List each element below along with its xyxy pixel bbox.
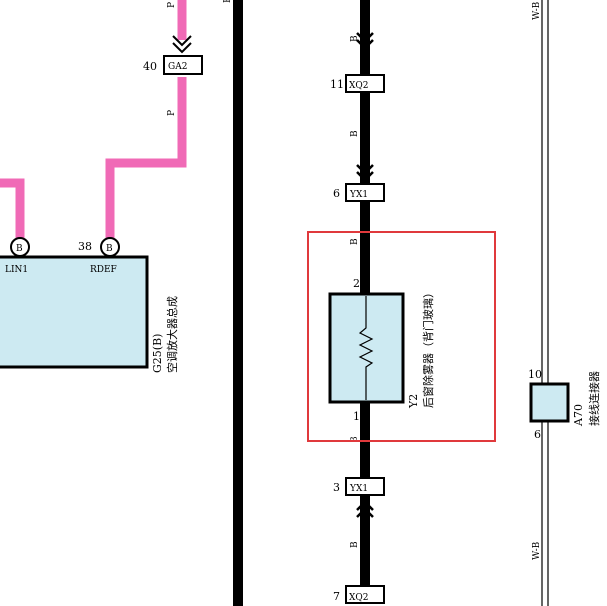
amplifier-label-lin1: LIN1 — [5, 265, 28, 275]
defogger-component-name: 后窗除雾器（背门玻璃） — [421, 287, 435, 408]
wire-label-black-1: B — [350, 35, 360, 42]
amplifier-pin-rdef — [100, 237, 120, 257]
amplifier-pin-lin1 — [10, 237, 30, 257]
splice-pin-top: 10 — [528, 368, 542, 381]
wire-label-black-3: B — [350, 238, 360, 245]
connector-yx1-top-pin: 6 — [333, 187, 340, 200]
connector-xq2-bottom-pin: 7 — [333, 590, 340, 603]
splice-body — [529, 382, 570, 423]
highlight-box — [307, 231, 496, 442]
connector-ga2-name: GA2 — [168, 62, 187, 72]
connector-yx1-bottom-name: YX1 — [349, 484, 368, 494]
connector-yx1-top-name: YX1 — [349, 190, 368, 200]
connector-xq2-bottom — [345, 585, 385, 604]
wire-label-pink-mid: P — [167, 110, 177, 116]
pink-wire-group — [0, 0, 187, 240]
wire-label-pink-top: P — [167, 2, 177, 8]
connector-ga2-pin: 40 — [143, 60, 157, 73]
splice-component-name: 接线连接器 — [587, 371, 601, 426]
connector-yx1-bottom-pin: 3 — [333, 481, 340, 494]
wire-label-right-bottom: W-B — [532, 541, 542, 560]
connector-yx1-bottom — [345, 477, 385, 496]
right-thin-wires — [541, 0, 549, 606]
connector-xq2-top — [345, 74, 385, 93]
connector-ga2 — [163, 55, 203, 75]
wire-label-right-top: W-B — [532, 1, 542, 20]
amplifier-body — [0, 255, 149, 369]
frame-line-left — [233, 0, 243, 606]
wire-label-top-right-edge: B — [223, 0, 233, 3]
connector-xq2-top-name: XQ2 — [349, 81, 369, 91]
ga2-arrows — [172, 35, 192, 54]
amplifier-pin-rdef-code: B — [106, 244, 113, 254]
amplifier-pin-lin1-code: B — [16, 244, 23, 254]
connector-yx1-top — [345, 183, 385, 202]
black-wire-arrows — [356, 32, 374, 518]
defogger-pin-top: 2 — [353, 277, 360, 290]
amplifier-pin-rdef-number: 38 — [78, 240, 92, 253]
amplifier-component-code: G25(B) — [151, 334, 164, 373]
amplifier-component-name: 空调放大器总成 — [165, 296, 179, 373]
splice-component-code: A70 — [572, 404, 585, 427]
connector-xq2-top-pin: 11 — [330, 78, 344, 91]
amplifier-label-rdef: RDEF — [90, 265, 117, 275]
wire-label-black-2: B — [350, 130, 360, 137]
pink-wire-rdef-lower — [105, 77, 187, 240]
defogger-resistor-icon — [358, 296, 374, 400]
splice-pin-bottom: 6 — [534, 428, 541, 441]
wire-label-black-4: B — [350, 541, 360, 548]
defogger-component-code: Y2 — [407, 394, 420, 409]
defogger-pin-extra: 3 — [350, 436, 360, 442]
pink-wire-lin1 — [0, 178, 25, 240]
defogger-pin-bottom: 1 — [353, 410, 360, 423]
connector-xq2-bottom-name: XQ2 — [349, 593, 369, 603]
